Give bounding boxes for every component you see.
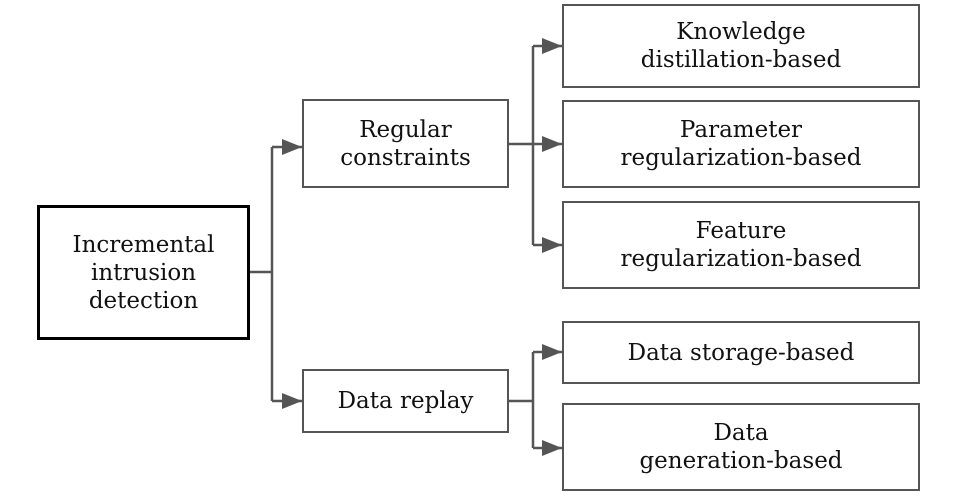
root-line-1: Incremental <box>72 231 215 258</box>
root-line-3: detection <box>88 287 199 314</box>
node-data-replay: Data replay <box>302 369 509 433</box>
regular-line-2: constraints <box>340 144 471 171</box>
feature-line-1: Feature <box>695 218 787 244</box>
node-feature-regularization-based: Feature regularization-based <box>562 201 920 289</box>
node-parameter-regularization-based: Parameter regularization-based <box>562 100 920 188</box>
storage-line-1: Data storage-based <box>627 339 855 366</box>
parameter-line-1: Parameter <box>679 117 803 143</box>
root-line-2: intrusion <box>90 259 197 286</box>
node-data-storage-based: Data storage-based <box>562 321 920 384</box>
generation-line-2: generation-based <box>639 448 843 474</box>
feature-line-2: regularization-based <box>620 246 862 272</box>
knowledge-line-1: Knowledge <box>676 19 806 45</box>
knowledge-line-2: distillation-based <box>640 47 842 73</box>
node-knowledge-distillation-based: Knowledge distillation-based <box>562 4 920 88</box>
node-incremental-intrusion-detection: Incremental intrusion detection <box>37 205 250 340</box>
node-data-generation-based: Data generation-based <box>562 403 920 491</box>
parameter-line-2: regularization-based <box>620 145 862 171</box>
generation-line-1: Data <box>713 420 769 446</box>
node-regular-constraints: Regular constraints <box>302 99 509 188</box>
replay-line-1: Data replay <box>337 388 474 414</box>
regular-line-1: Regular <box>359 116 452 143</box>
